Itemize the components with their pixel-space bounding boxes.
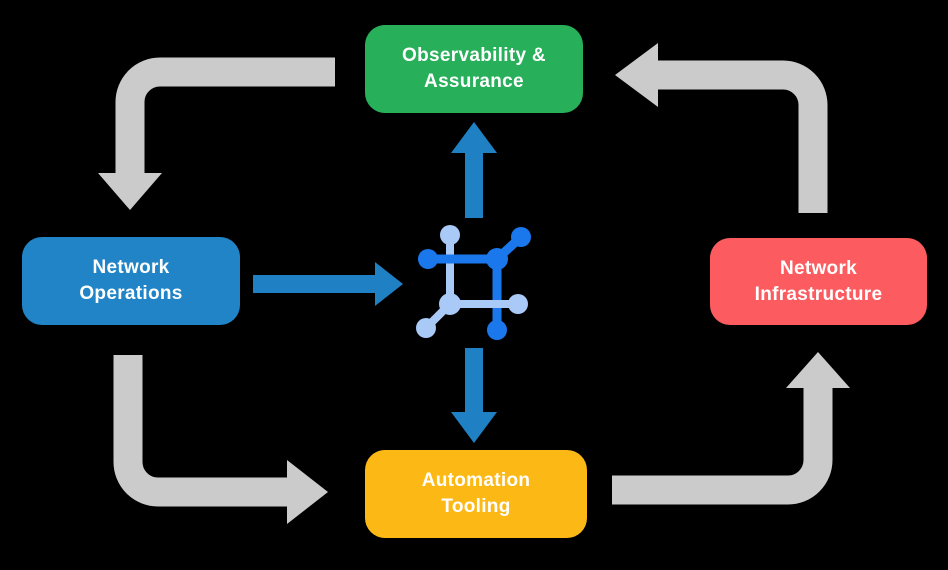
node-network-operations: Network Operations [22,237,240,325]
arrow-automation-to-infrastructure [612,388,833,505]
arrowhead-up-blue [451,122,497,153]
hub-icon-light-nodes [416,225,461,338]
arrow-observability-to-operations [115,57,335,173]
arrowhead-up [786,352,850,388]
node-operations-label: Network Operations [79,257,183,304]
hub-icon-light-nodes-top [508,294,528,314]
node-observability-label: Observability & Assurance [402,45,546,92]
hub-arrow-shafts [253,153,483,412]
node-infrastructure-label: Network Infrastructure [754,257,883,305]
arrowhead-right-blue [375,262,403,306]
cycle-arrow-shafts [113,57,833,507]
arrow-infrastructure-to-observability [658,60,828,213]
node-network-infrastructure: Network Infrastructure [710,238,927,325]
hub-icon-dark-nodes [418,227,531,340]
network-hub-icon [416,225,531,340]
node-automation-tooling: Automation Tooling [365,450,587,538]
arrowhead-right [287,460,328,524]
node-observability-assurance: Observability & Assurance [365,25,583,113]
hub-arrow-heads [375,122,497,443]
arrowhead-down-blue [451,412,497,443]
arrow-operations-to-automation [113,355,287,507]
cycle-arrow-heads [98,43,850,524]
node-automation-label: Automation Tooling [421,470,531,517]
arrowhead-down [98,173,162,210]
arrowhead-left [615,43,658,107]
